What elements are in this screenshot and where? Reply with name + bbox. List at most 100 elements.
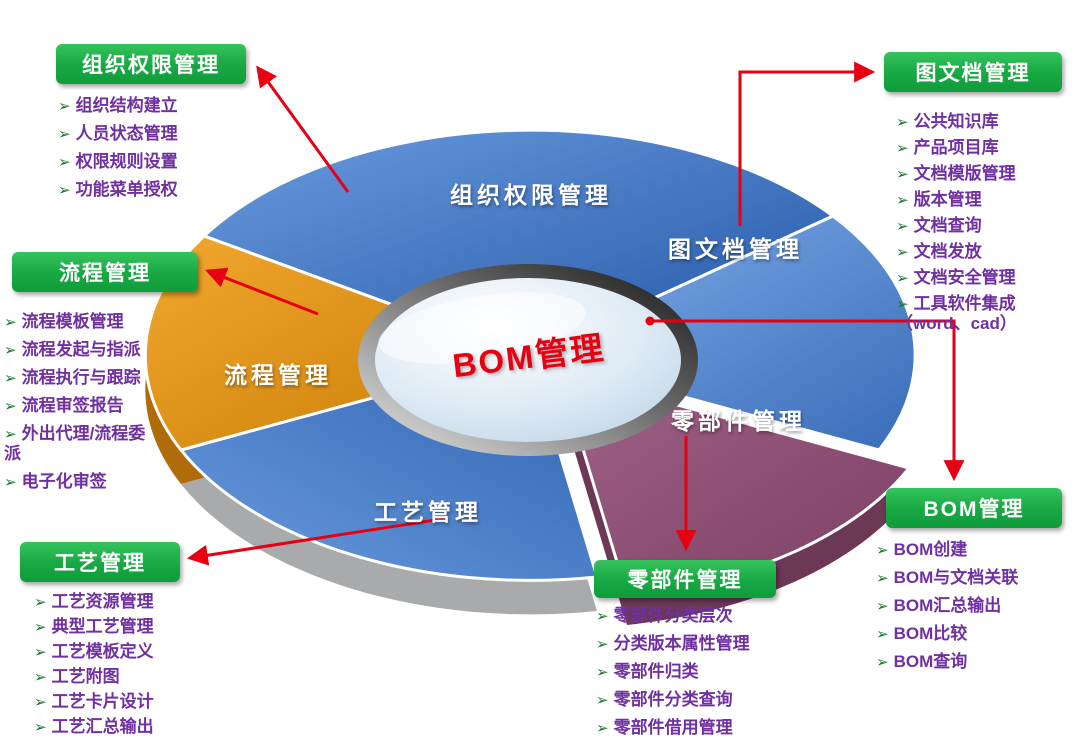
bullet-arrow-icon: ➢ <box>896 166 909 184</box>
bullet-arrow-icon: ➢ <box>876 626 889 644</box>
list-item-text: 文档安全管理 <box>913 268 1016 288</box>
bullet-arrow-icon: ➢ <box>876 598 889 616</box>
bullet-arrow-icon: ➢ <box>876 654 889 672</box>
bullet-arrow-icon: ➢ <box>34 669 47 687</box>
list-item-text: 工具软件集成（word、cad） <box>896 294 1017 334</box>
list-item-text: 流程审签报告 <box>21 396 124 416</box>
list-item: ➢BOM查询 <box>876 652 1076 672</box>
list-item-text: 组织结构建立 <box>75 96 178 115</box>
bullet-arrow-icon: ➢ <box>596 692 609 710</box>
list-item: ➢公共知识库 <box>896 112 1068 132</box>
bullet-arrow-icon: ➢ <box>4 314 17 331</box>
list-item: ➢BOM与文档关联 <box>876 568 1076 588</box>
list-item-text: 文档查询 <box>913 216 982 236</box>
list-item-text: 工艺汇总输出 <box>51 717 154 737</box>
process-box: 工艺管理 <box>20 542 180 582</box>
list-item-text: 流程发起与指派 <box>21 340 141 360</box>
list-item: ➢工艺卡片设计 <box>34 692 224 712</box>
list-item: ➢电子化审签 <box>4 472 156 492</box>
bullet-arrow-icon: ➢ <box>4 426 17 444</box>
list-item: ➢典型工艺管理 <box>34 617 224 637</box>
bullet-arrow-icon: ➢ <box>58 154 71 172</box>
list-item-text: 分类版本属性管理 <box>613 634 750 654</box>
arrow-to-org-box <box>256 65 350 193</box>
bullet-arrow-icon: ➢ <box>34 644 47 662</box>
list-item-text: 零部件分类层次 <box>613 606 733 625</box>
arrow-to-doc-box <box>738 61 876 226</box>
workflow-feature-list: ➢流程模板管理 ➢流程发起与指派 ➢流程执行与跟踪 ➢流程审签报告 ➢外出代理/… <box>4 312 156 500</box>
bullet-arrow-icon: ➢ <box>34 619 47 637</box>
org-permission-box: 组织权限管理 <box>56 44 246 84</box>
bullet-arrow-icon: ➢ <box>4 398 17 416</box>
bullet-arrow-icon: ➢ <box>896 218 909 236</box>
list-item: ➢外出代理/流程委派 <box>4 424 156 464</box>
list-item: ➢文档查询 <box>896 216 1068 236</box>
list-item-text: 流程执行与跟踪 <box>21 368 141 388</box>
list-item-text: BOM创建 <box>893 540 968 559</box>
process-feature-list: ➢工艺资源管理 ➢典型工艺管理 ➢工艺模板定义 ➢工艺附图 ➢工艺卡片设计 ➢工… <box>34 592 224 742</box>
list-item-text: 公共知识库 <box>913 112 999 131</box>
list-item-text: 工艺模板定义 <box>51 642 154 662</box>
list-item-text: 人员状态管理 <box>75 124 178 144</box>
list-item: ➢文档安全管理 <box>896 268 1068 288</box>
bullet-arrow-icon: ➢ <box>34 694 47 712</box>
document-box: 图文档管理 <box>884 52 1062 92</box>
list-item: ➢流程审签报告 <box>4 396 156 416</box>
bullet-arrow-icon: ➢ <box>58 182 71 200</box>
wedge-label-parts: 零部件管理 <box>671 408 806 434</box>
list-item: ➢分类版本属性管理 <box>596 634 816 654</box>
list-item-text: 流程模板管理 <box>21 312 124 331</box>
list-item-text: 零部件借用管理 <box>613 718 733 738</box>
bullet-arrow-icon: ➢ <box>34 719 47 737</box>
parts-feature-list: ➢零部件分类层次 ➢分类版本属性管理 ➢零部件归类 ➢零部件分类查询 ➢零部件借… <box>596 606 816 746</box>
bullet-arrow-icon: ➢ <box>896 270 909 288</box>
bullet-arrow-icon: ➢ <box>896 140 909 158</box>
list-item: ➢工艺模板定义 <box>34 642 224 662</box>
list-item-text: 权限规则设置 <box>75 152 178 172</box>
arrow-to-flow-box <box>205 267 319 316</box>
list-item: ➢工艺资源管理 <box>34 592 224 612</box>
bullet-arrow-icon: ➢ <box>596 636 609 654</box>
list-item: ➢文档发放 <box>896 242 1068 262</box>
wedge-label-flow: 流程管理 <box>224 362 332 388</box>
list-item: ➢版本管理 <box>896 190 1068 210</box>
bullet-arrow-icon: ➢ <box>896 114 909 131</box>
arrow-to-craft-box <box>186 516 449 566</box>
document-feature-list: ➢公共知识库 ➢产品项目库 ➢文档模版管理 ➢版本管理 ➢文档查询 ➢文档发放 … <box>896 112 1068 340</box>
list-item-text: 工艺卡片设计 <box>51 692 154 712</box>
bullet-arrow-icon: ➢ <box>596 608 609 625</box>
list-item: ➢零部件归类 <box>596 662 816 682</box>
list-item-text: 工艺附图 <box>51 667 120 687</box>
list-item-text: 版本管理 <box>913 190 982 210</box>
list-item-text: 外出代理/流程委派 <box>4 424 146 464</box>
bullet-arrow-icon: ➢ <box>596 720 609 738</box>
list-item-text: BOM查询 <box>893 652 968 672</box>
list-item-text: BOM比较 <box>893 624 968 644</box>
list-item: ➢权限规则设置 <box>58 152 258 172</box>
list-item-text: 零部件归类 <box>613 662 699 682</box>
list-item-text: BOM汇总输出 <box>893 596 1002 616</box>
bullet-arrow-icon: ➢ <box>58 126 71 144</box>
list-item: ➢组织结构建立 <box>58 96 258 116</box>
list-item: ➢零部件分类层次 <box>596 606 816 626</box>
list-item: ➢零部件分类查询 <box>596 690 816 710</box>
list-item-text: 功能菜单授权 <box>75 180 178 200</box>
list-item: ➢BOM比较 <box>876 624 1076 644</box>
bullet-arrow-icon: ➢ <box>896 192 909 210</box>
list-item: ➢工艺汇总输出 <box>34 717 224 737</box>
bullet-arrow-icon: ➢ <box>4 474 17 492</box>
list-item-text: 产品项目库 <box>913 138 999 158</box>
wedge-label-org: 组织权限管理 <box>450 182 612 208</box>
list-item: ➢文档模版管理 <box>896 164 1068 184</box>
pie-wedge-doc <box>525 214 917 452</box>
list-item: ➢工具软件集成（word、cad） <box>896 294 1068 334</box>
wedge-label-craft: 工艺管理 <box>374 499 482 525</box>
bullet-arrow-icon: ➢ <box>596 664 609 682</box>
bullet-arrow-icon: ➢ <box>4 342 17 360</box>
bullet-arrow-icon: ➢ <box>876 542 889 559</box>
bullet-arrow-icon: ➢ <box>4 370 17 388</box>
list-item: ➢BOM汇总输出 <box>876 596 1076 616</box>
bullet-arrow-icon: ➢ <box>876 570 889 588</box>
parts-box: 零部件管理 <box>594 560 776 598</box>
